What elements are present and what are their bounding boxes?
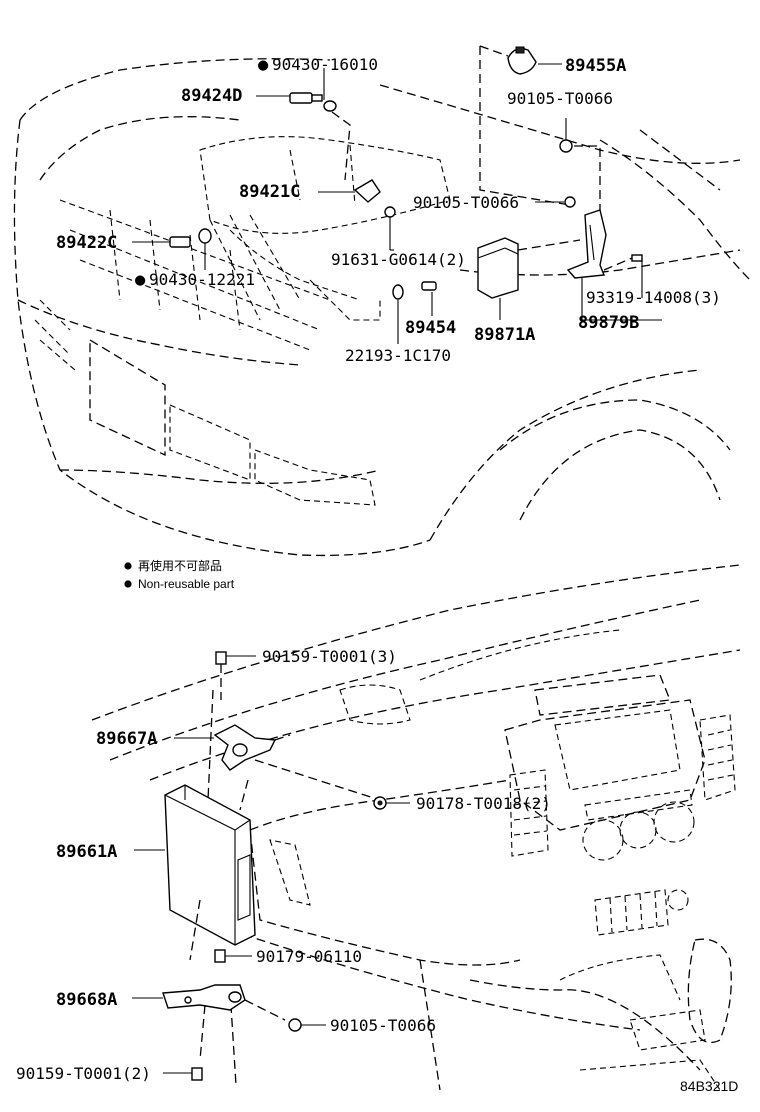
label-89455A[interactable]: 89455A xyxy=(565,56,626,76)
label-91631-G0614[interactable]: 91631-G0614(2) xyxy=(331,250,466,269)
diagram-code: 84B321D xyxy=(680,1078,738,1094)
label-89661A[interactable]: 89661A xyxy=(56,842,117,862)
label-22193-1C170[interactable]: 22193-1C170 xyxy=(345,346,451,365)
label-89668A[interactable]: 89668A xyxy=(56,990,117,1010)
label-90159-T0001-2[interactable]: 90159-T0001(2) xyxy=(16,1064,151,1083)
legend-jp: 再使用不可部品 xyxy=(138,558,222,573)
bracket-89667A xyxy=(174,724,277,771)
label-90178-T0018[interactable]: 90178-T0018(2) xyxy=(416,794,551,813)
nut-90178-T0018 xyxy=(373,796,410,810)
sensor-89454 xyxy=(421,281,437,316)
sensor-89421C xyxy=(318,179,381,203)
label-89424D[interactable]: 89424D xyxy=(181,86,242,106)
label-89667A[interactable]: 89667A xyxy=(96,729,157,749)
label-89454[interactable]: 89454 xyxy=(405,318,456,338)
ecu-89661A xyxy=(134,784,256,946)
bolt-90105-T0066-middle xyxy=(535,196,576,208)
label-90105-T0066-middle[interactable]: 90105-T0066 xyxy=(413,193,519,212)
bracket-89879B xyxy=(566,209,662,321)
label-90430-12221[interactable]: 90430-12221 xyxy=(149,270,255,289)
non-reusable-mark-90430-16010: ● xyxy=(258,55,269,75)
label-93319-14008[interactable]: 93319-14008(3) xyxy=(586,288,721,307)
label-90430-16010[interactable]: 90430-16010 xyxy=(272,55,378,74)
bracket-89668A xyxy=(132,984,246,1011)
ecu-89871A xyxy=(477,237,519,320)
bolt-90105-T0066-upper xyxy=(559,118,573,153)
label-89879B[interactable]: 89879B xyxy=(578,313,639,333)
label-89422C[interactable]: 89422C xyxy=(56,233,117,253)
bolt-90159-T0001-top xyxy=(215,651,256,665)
label-90159-T0001-3[interactable]: 90159-T0001(3) xyxy=(262,647,397,666)
sensor-89422C xyxy=(132,228,212,270)
sensor-89424D xyxy=(256,68,337,112)
label-89871A[interactable]: 89871A xyxy=(474,325,535,345)
bolt-90159-T0001-bottom xyxy=(163,1067,203,1081)
label-89421C[interactable]: 89421C xyxy=(239,182,300,202)
label-90179-06110[interactable]: 90179-06110 xyxy=(256,947,362,966)
dashboard-illustration xyxy=(91,564,741,1091)
legend: 再使用不可部品 Non-reusable part xyxy=(124,558,235,591)
nut-90179-06110 xyxy=(214,949,252,963)
bolt-91631-G0614 xyxy=(384,206,396,251)
label-90105-T0066-upper[interactable]: 90105-T0066 xyxy=(507,89,613,108)
label-90105-T0066-lower[interactable]: 90105-T0066 xyxy=(330,1016,436,1035)
sensor-89455A xyxy=(507,46,562,75)
non-reusable-mark-90430-12221: ● xyxy=(135,270,146,290)
bolt-90105-T0066-lower xyxy=(288,1018,326,1032)
ring-22193-1C170 xyxy=(392,284,404,344)
legend-en: Non-reusable part xyxy=(138,577,235,591)
engine-bay-illustration xyxy=(13,58,751,557)
